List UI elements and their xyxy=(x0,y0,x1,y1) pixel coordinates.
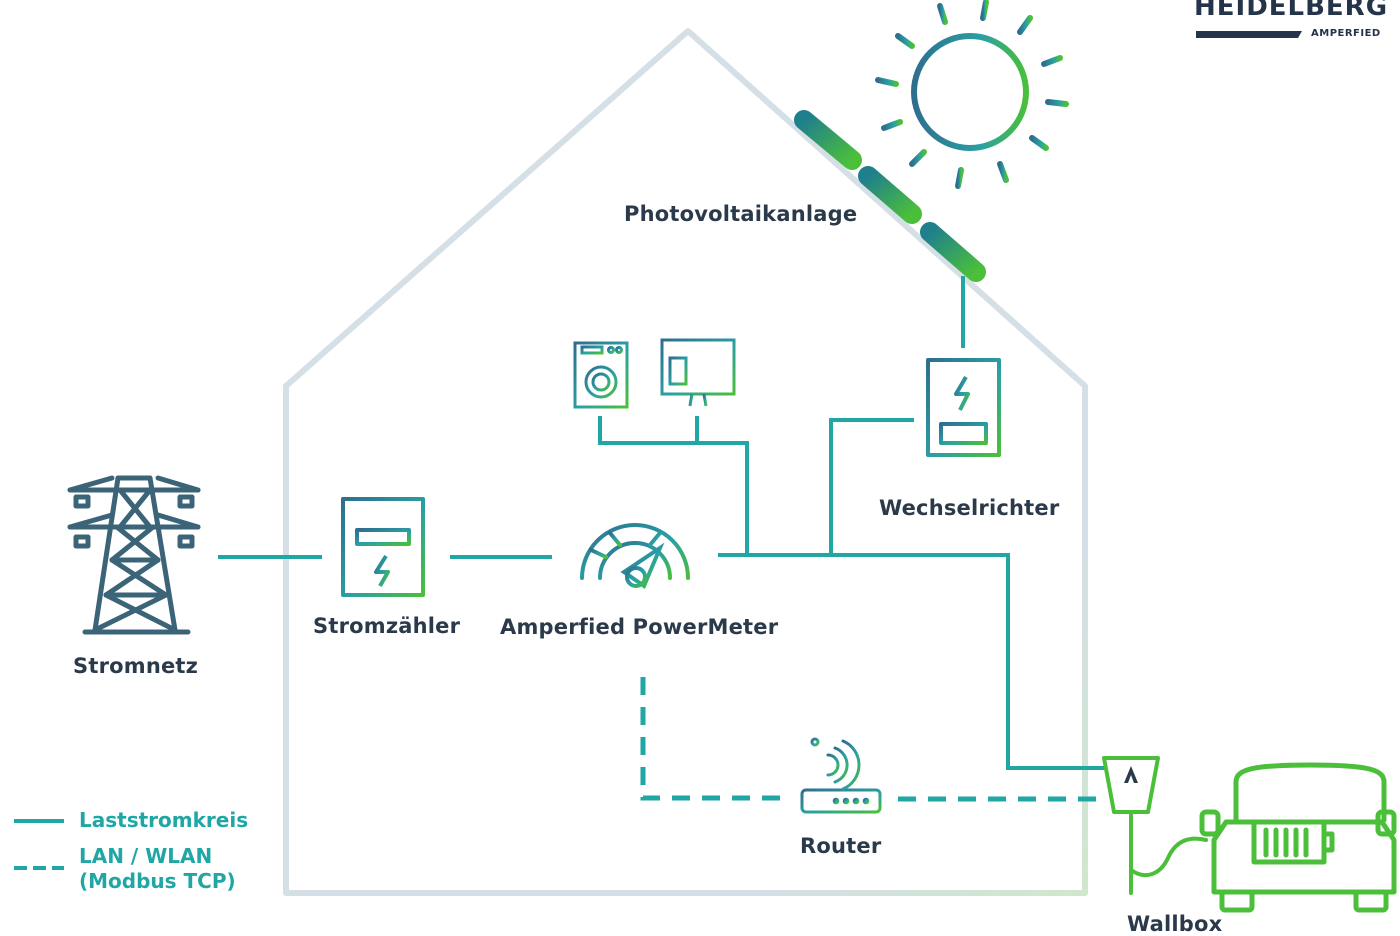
powermeter-label: Amperfied PowerMeter xyxy=(500,615,779,639)
powermeter-gauge-icon xyxy=(580,523,690,590)
stromzaehler-label: Stromzähler xyxy=(313,614,461,638)
wechselrichter-label: Wechselrichter xyxy=(879,496,1060,520)
router-label: Router xyxy=(800,834,882,858)
stromnetz-label: Stromnetz xyxy=(73,654,199,678)
sun-icon xyxy=(875,0,1069,189)
inverter-icon xyxy=(926,358,1001,476)
logo-sub: AMPERFIED xyxy=(1311,28,1381,39)
logo-brand: HEIDELBERG xyxy=(1194,0,1389,22)
wallbox-icon xyxy=(1102,756,1208,895)
solar-panel-icon xyxy=(794,110,986,282)
legend-dashed-label-line1: LAN / WLAN xyxy=(79,844,213,868)
power-pylon-icon xyxy=(67,475,201,635)
logo-underline xyxy=(1196,31,1302,38)
legend-dashed-label-line2: (Modbus TCP) xyxy=(79,869,236,893)
wallbox-label: Wallbox xyxy=(1127,912,1223,936)
house-outline xyxy=(283,28,1088,896)
lan-connection-lines xyxy=(640,677,1106,802)
load-circuit-lines xyxy=(218,276,1106,770)
washing-machine-icon xyxy=(573,341,629,409)
amperfied-logo-mark xyxy=(1124,766,1138,783)
electricity-meter-icon xyxy=(341,497,425,597)
router-icon xyxy=(800,737,882,814)
computer-monitor-icon xyxy=(660,338,736,408)
electric-car-icon xyxy=(1199,762,1397,913)
legend-solid-label: Laststromkreis xyxy=(79,808,249,832)
photovoltaik-label: Photovoltaikanlage xyxy=(624,202,858,226)
